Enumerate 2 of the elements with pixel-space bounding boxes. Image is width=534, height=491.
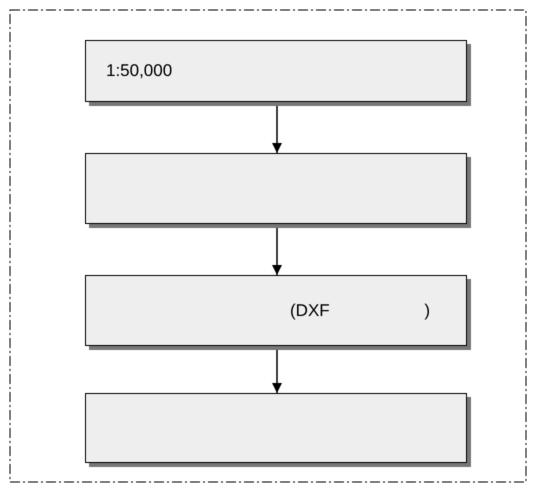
- box-label: 1:50,000: [106, 61, 172, 81]
- box-label: (DXF ): [290, 300, 430, 320]
